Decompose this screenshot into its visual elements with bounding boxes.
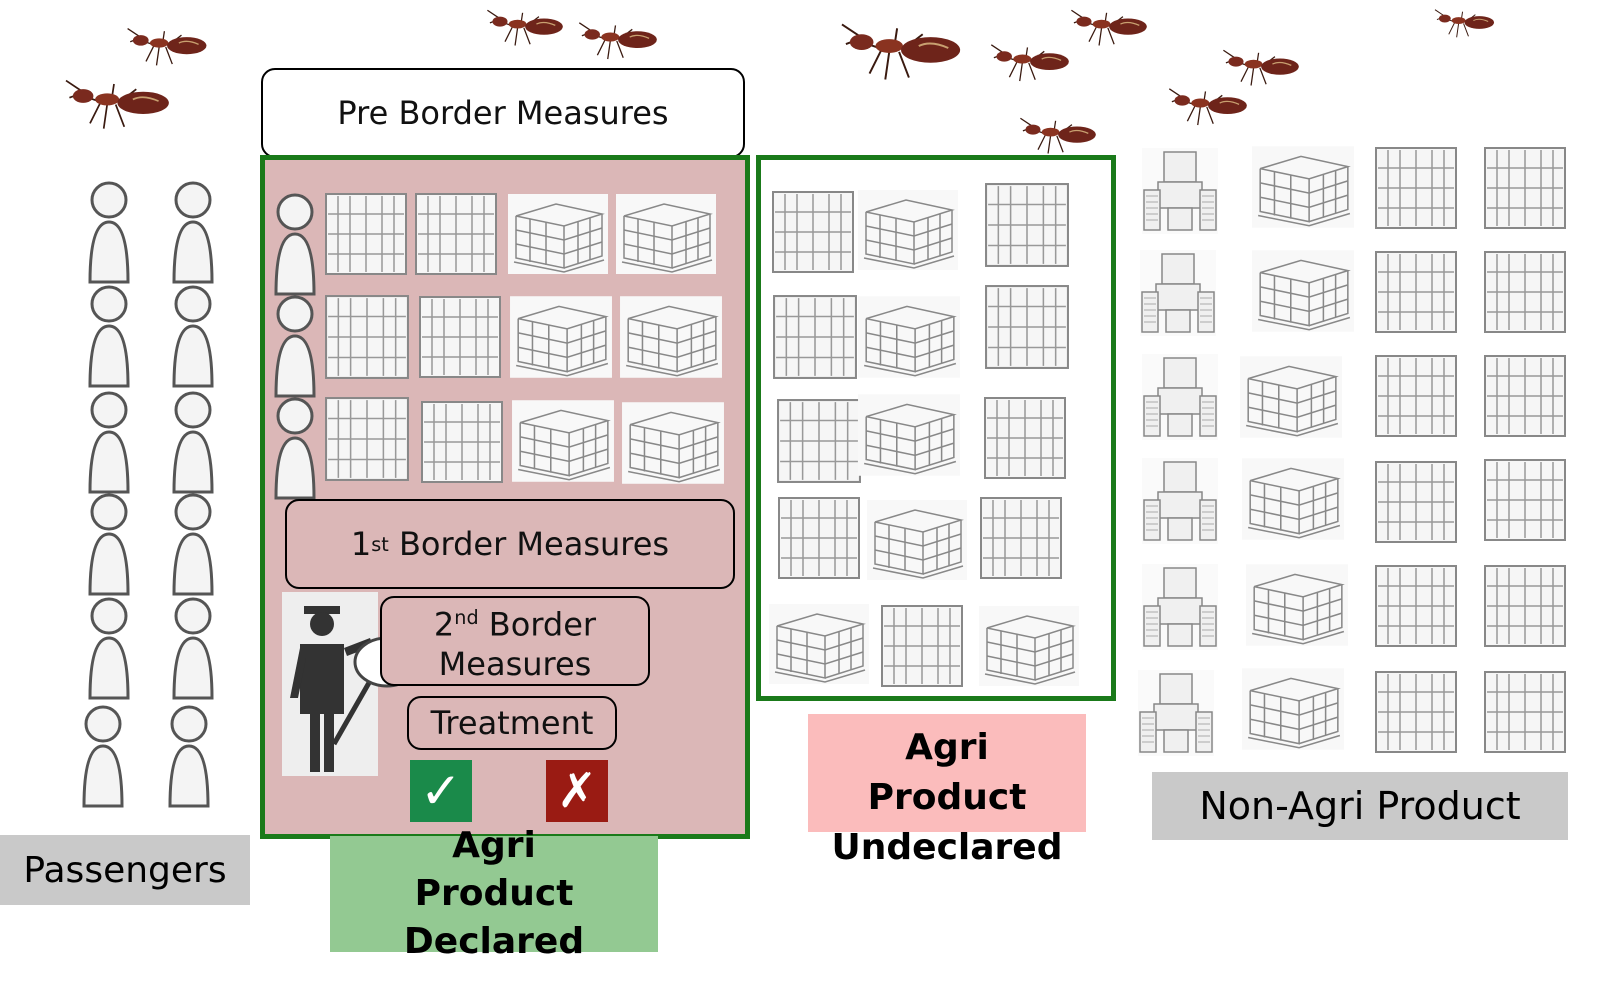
person-icon — [170, 282, 216, 390]
pallet-icon — [614, 192, 718, 276]
person-icon — [170, 388, 216, 496]
ant-icon — [1434, 4, 1498, 40]
tractor-icon — [1138, 248, 1218, 338]
container-icon — [1372, 564, 1460, 648]
ant-icon — [486, 4, 568, 48]
pallet-icon — [766, 602, 872, 686]
container-icon — [1372, 146, 1460, 230]
tractor-icon — [1140, 146, 1220, 236]
container-icon — [1372, 670, 1460, 754]
container-icon — [984, 182, 1070, 268]
non-agri-label: Non-Agri Product — [1152, 772, 1568, 840]
agri-undeclared-label: Agri Product Undeclared — [831, 727, 1063, 868]
container-icon — [1482, 250, 1568, 334]
ant-icon — [1168, 82, 1252, 128]
container-icon — [1372, 460, 1460, 544]
container-icon — [414, 192, 498, 276]
pallet-icon — [618, 294, 724, 380]
first-border-sup: st — [371, 532, 389, 556]
container-icon — [1482, 146, 1568, 230]
ant-icon — [840, 14, 968, 84]
pallet-icon — [1250, 248, 1356, 334]
container-icon — [1372, 354, 1460, 438]
container-icon — [324, 294, 410, 380]
inspector-icon — [282, 592, 378, 776]
second-border-sup: nd — [454, 605, 479, 629]
pre-border-measures-box: Pre Border Measures — [261, 68, 745, 158]
container-icon — [1372, 250, 1460, 334]
person-icon — [272, 190, 318, 298]
pallet-icon — [856, 294, 962, 380]
person-icon — [86, 282, 132, 390]
second-border-measures-box: 2nd Border Measures — [380, 596, 650, 686]
ant-icon — [126, 22, 212, 68]
pallet-icon — [508, 294, 614, 380]
person-icon — [86, 490, 132, 598]
container-icon — [982, 396, 1068, 480]
pallet-icon — [510, 398, 616, 484]
pallet-icon — [1238, 354, 1344, 440]
pallet-icon — [976, 604, 1082, 688]
pallet-icon — [856, 186, 960, 274]
check-icon: ✓ — [410, 760, 472, 822]
tractor-icon — [1140, 562, 1220, 652]
person-icon — [272, 394, 318, 502]
container-icon — [324, 396, 410, 482]
treatment-box: Treatment — [407, 696, 617, 750]
container-icon — [772, 294, 858, 380]
person-icon — [80, 702, 126, 810]
container-icon — [1482, 670, 1568, 754]
container-icon — [420, 400, 504, 484]
person-icon — [166, 702, 212, 810]
person-icon — [170, 178, 216, 286]
pallet-icon — [856, 392, 962, 478]
cross-icon: ✗ — [546, 760, 608, 822]
ant-icon — [578, 16, 662, 62]
container-icon — [324, 192, 408, 276]
first-border-prefix: 1 — [350, 525, 372, 563]
second-border-line1: Border — [478, 605, 597, 644]
ant-icon — [1068, 4, 1154, 48]
pallet-icon — [506, 192, 610, 276]
person-icon — [86, 388, 132, 496]
ant-icon — [990, 38, 1074, 84]
agri-declared-label: Agri Product Declared — [330, 825, 658, 962]
container-icon — [1482, 458, 1568, 542]
agri-undeclared-label-bg — [808, 714, 1086, 832]
pallet-icon — [1240, 666, 1346, 752]
tractor-icon — [1136, 668, 1216, 758]
person-icon — [170, 490, 216, 598]
second-border-prefix: 2 — [433, 605, 455, 644]
passengers-label: Passengers — [0, 835, 250, 905]
pallet-icon — [864, 498, 970, 582]
pallet-icon — [620, 400, 726, 486]
container-icon — [418, 294, 502, 380]
first-border-suffix: Border Measures — [388, 525, 670, 563]
container-icon — [770, 190, 856, 274]
ant-icon — [58, 72, 182, 132]
pallet-icon — [1244, 562, 1350, 648]
person-icon — [86, 178, 132, 286]
person-icon — [86, 594, 132, 702]
pallet-icon — [1240, 456, 1346, 542]
second-border-line2: Measures — [438, 645, 592, 684]
container-icon — [776, 398, 862, 484]
container-icon — [878, 604, 966, 688]
container-icon — [1482, 564, 1568, 648]
tractor-icon — [1140, 456, 1220, 546]
ant-icon — [1018, 112, 1102, 156]
container-icon — [978, 496, 1064, 580]
tractor-icon — [1140, 352, 1220, 442]
person-icon — [170, 594, 216, 702]
ant-icon — [1222, 44, 1304, 88]
person-icon — [272, 292, 318, 400]
container-icon — [776, 496, 862, 580]
pallet-icon — [1250, 144, 1356, 230]
container-icon — [1482, 354, 1568, 438]
container-icon — [984, 284, 1070, 370]
